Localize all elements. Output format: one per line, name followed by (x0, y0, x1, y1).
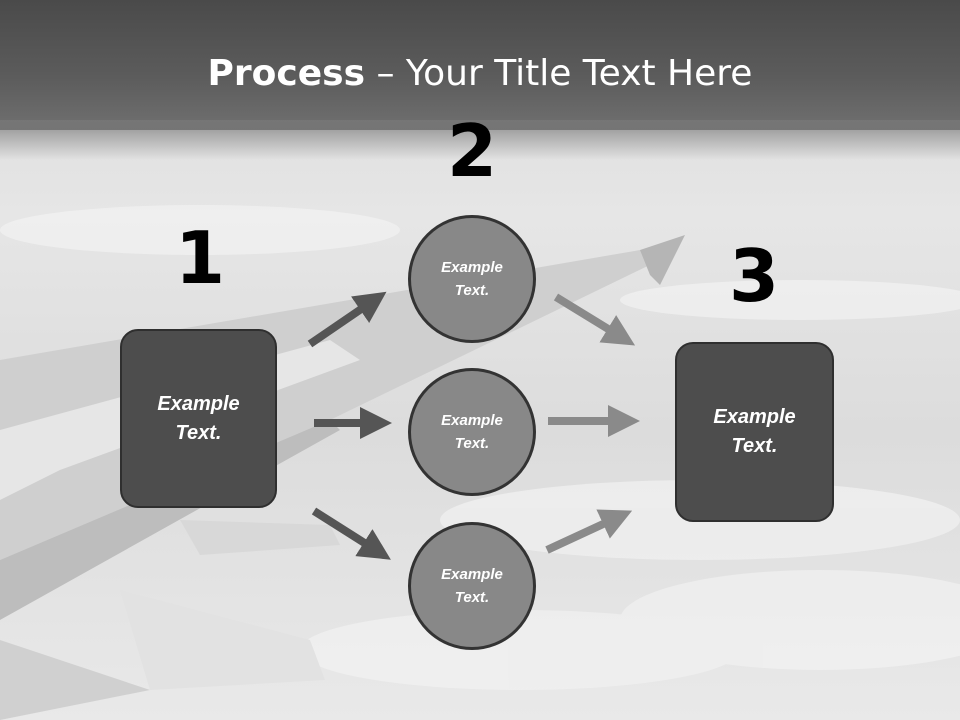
step-2-circle-top-text: Example Text. (441, 259, 503, 299)
step-2-circle-top: Example Text. (408, 215, 536, 343)
step-1-box: Example Text. (120, 329, 277, 508)
title-band (0, 0, 960, 130)
title-rest: – Your Title Text Here (365, 53, 753, 94)
title-bold: Process (207, 53, 366, 94)
step-number-3: 3 (728, 234, 780, 318)
step-number-2: 2 (446, 109, 498, 193)
arrow-1-to-2-bottom (311, 507, 391, 560)
step-1-text: Example Text. (157, 392, 240, 444)
arrow-2-bottom-to-3 (545, 509, 633, 554)
step-number-1: 1 (174, 216, 226, 300)
slide-title: Process – Your Title Text Here (0, 52, 960, 96)
step-3-text: Example Text. (713, 406, 796, 457)
arrow-1-to-2-top (307, 291, 387, 348)
arrow-2-top-to-3 (553, 293, 636, 346)
step-2-circle-bottom-text: Example Text. (441, 566, 503, 606)
step-3-box: Example Text. (675, 342, 834, 522)
step-2-circle-bottom: Example Text. (408, 522, 536, 650)
horizon-haze (0, 120, 960, 160)
step-2-circle-middle: Example Text. (408, 368, 536, 496)
step-2-circle-middle-text: Example Text. (441, 412, 503, 452)
